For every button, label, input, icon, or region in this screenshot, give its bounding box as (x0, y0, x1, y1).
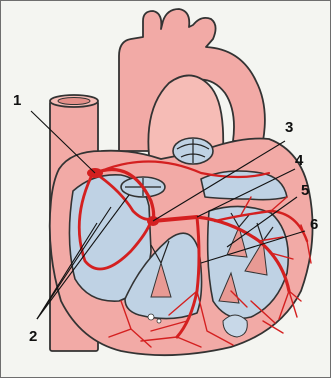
label-5: 5 (301, 182, 309, 199)
label-6: 6 (310, 216, 318, 233)
aortic-valve (173, 138, 213, 164)
label-3: 3 (285, 119, 293, 136)
label-4: 4 (295, 152, 304, 169)
label-2: 2 (29, 328, 37, 345)
label-1: 1 (13, 92, 21, 109)
